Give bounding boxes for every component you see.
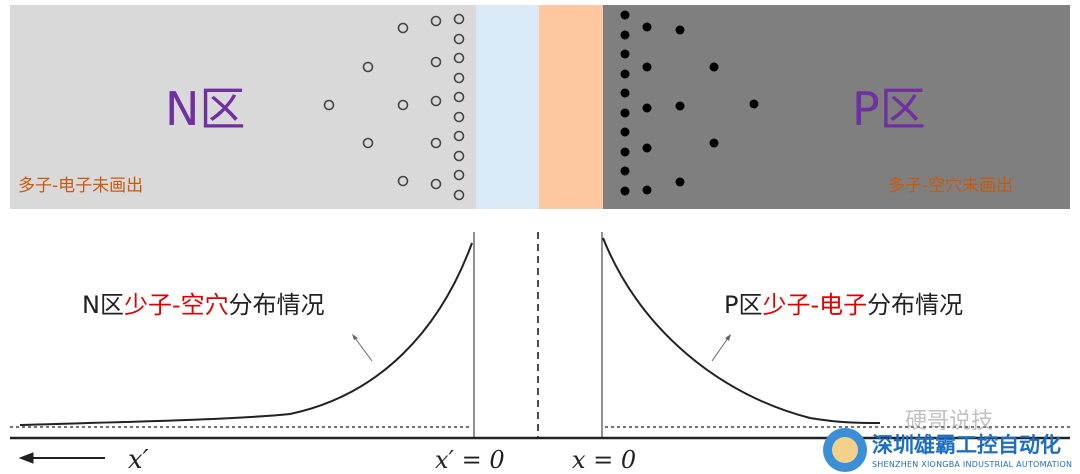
p-minority-caption: P区少子-电子分布情况 <box>724 291 963 319</box>
electron-marker <box>642 22 652 32</box>
hole-marker <box>430 178 442 190</box>
electron-marker <box>642 103 652 113</box>
hole-distribution-curve <box>19 242 473 426</box>
electron-marker <box>675 25 685 35</box>
electron-marker <box>620 30 630 40</box>
n-minority-caption: N区少子-空穴分布情况 <box>82 291 325 319</box>
electron-marker <box>620 108 630 118</box>
electron-marker <box>709 138 719 148</box>
hole-marker <box>453 130 465 142</box>
electron-marker <box>620 69 630 79</box>
pointer-left-head <box>352 334 358 340</box>
hole-marker <box>453 72 465 84</box>
watermark-logo-face <box>832 437 858 463</box>
hole-marker <box>430 15 442 27</box>
hole-marker <box>453 91 465 103</box>
watermark-subtitle: SHENZHEN XIONGBA INDUSTRIAL AUTOMATION <box>872 460 1072 469</box>
electron-marker <box>620 147 630 157</box>
hole-marker <box>453 150 465 162</box>
p-region-label: P区 <box>852 82 926 136</box>
electron-marker <box>749 99 759 109</box>
watermark-faded-text: 硬哥说技 <box>905 409 993 434</box>
pointer-left <box>354 337 373 362</box>
axis-label-x-prime: x′ <box>128 445 149 474</box>
pointer-right-head <box>725 334 731 341</box>
electron-marker <box>620 49 630 59</box>
origin-label-x-prime: x′ = 0 <box>435 446 505 474</box>
pointer-right <box>711 337 729 362</box>
electron-marker <box>642 185 652 195</box>
electron-marker <box>675 177 685 187</box>
electron-marker <box>620 88 630 98</box>
watermark: 硬哥说技 深圳雄霸工控自动化 SHENZHEN XIONGBA INDUSTRI… <box>823 409 1072 472</box>
watermark-title: 深圳雄霸工控自动化 <box>872 433 1061 457</box>
electron-marker <box>642 143 652 153</box>
hole-marker <box>453 13 465 25</box>
hole-marker <box>453 189 465 201</box>
hole-marker <box>453 52 465 64</box>
hole-marker <box>430 56 442 68</box>
electron-marker <box>620 166 630 176</box>
arrow-head-icon <box>18 452 34 464</box>
n-region-label: N区 <box>165 82 245 136</box>
minority-holes <box>323 13 465 201</box>
electron-marker <box>675 101 685 111</box>
hole-marker <box>430 95 442 107</box>
junction-bar: N区 P区 多子-电子未画出 多子-空穴未画出 <box>10 5 1070 209</box>
hole-marker <box>362 137 374 149</box>
electron-marker <box>642 62 652 72</box>
electron-marker <box>620 127 630 137</box>
electron-distribution-curve <box>602 237 881 424</box>
p-majority-note: 多子-空穴未画出 <box>888 176 1013 196</box>
electron-marker <box>620 186 630 196</box>
hole-marker <box>397 99 409 111</box>
electron-marker <box>709 62 719 72</box>
distribution-plot <box>10 232 1070 464</box>
hole-marker <box>453 33 465 45</box>
hole-marker <box>453 111 465 123</box>
hole-marker <box>362 61 374 73</box>
minority-electrons <box>620 10 759 196</box>
n-majority-note: 多子-电子未画出 <box>18 176 143 196</box>
depletion-n-side <box>476 5 539 209</box>
depletion-p-side <box>539 5 603 209</box>
hole-marker <box>430 137 442 149</box>
hole-marker <box>323 99 335 111</box>
hole-marker <box>453 169 465 181</box>
hole-marker <box>397 22 409 34</box>
electron-marker <box>620 10 630 20</box>
origin-label-x: x = 0 <box>572 446 636 474</box>
hole-marker <box>397 175 409 187</box>
